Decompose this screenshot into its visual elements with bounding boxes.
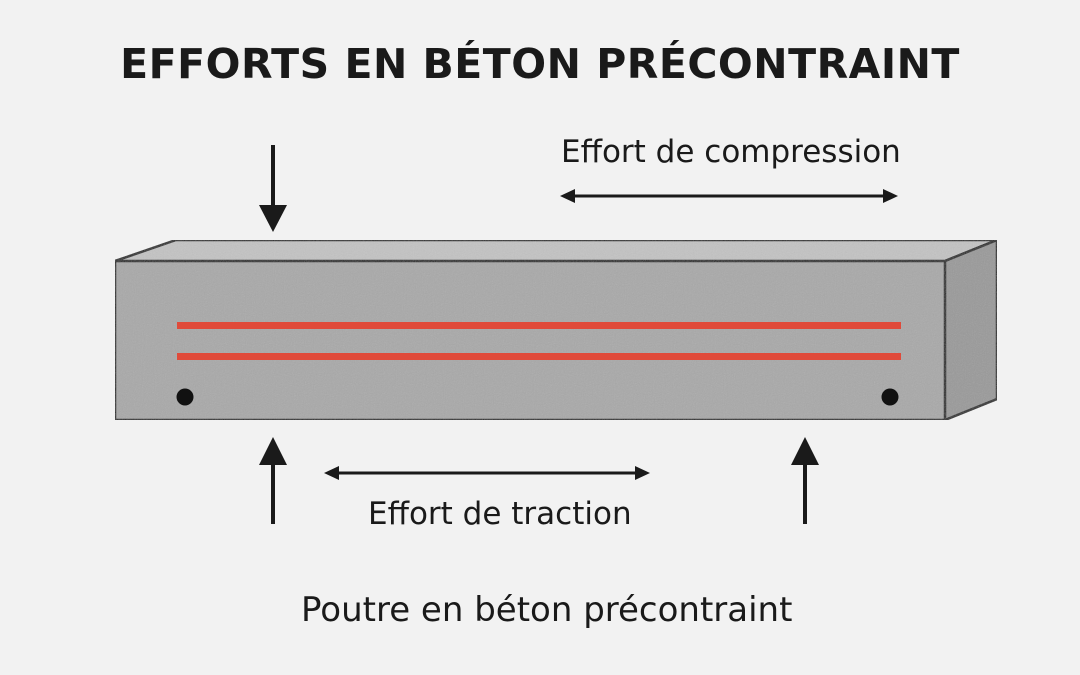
prestressing-tendon-upper <box>177 322 901 329</box>
diagram-caption: Poutre en béton précontraint <box>301 590 793 630</box>
compression-label: Effort de compression <box>561 134 901 170</box>
traction-label: Effort de traction <box>368 496 632 532</box>
anchor-dot-right <box>881 388 899 406</box>
anchor-dot-left <box>176 388 194 406</box>
prestressing-tendon-lower <box>177 353 901 360</box>
page-title: EFFORTS EN BÉTON PRÉCONTRAINT <box>120 40 960 88</box>
load-arrow-down-icon <box>259 145 287 232</box>
beam-side-face <box>943 238 999 422</box>
beam-top-face <box>113 238 999 263</box>
traction-double-arrow-icon <box>324 466 650 480</box>
support-arrow-up-left-icon <box>259 437 287 524</box>
compression-double-arrow-icon <box>560 189 898 203</box>
beam-front-face <box>113 259 947 422</box>
support-arrow-up-right-icon <box>791 437 819 524</box>
